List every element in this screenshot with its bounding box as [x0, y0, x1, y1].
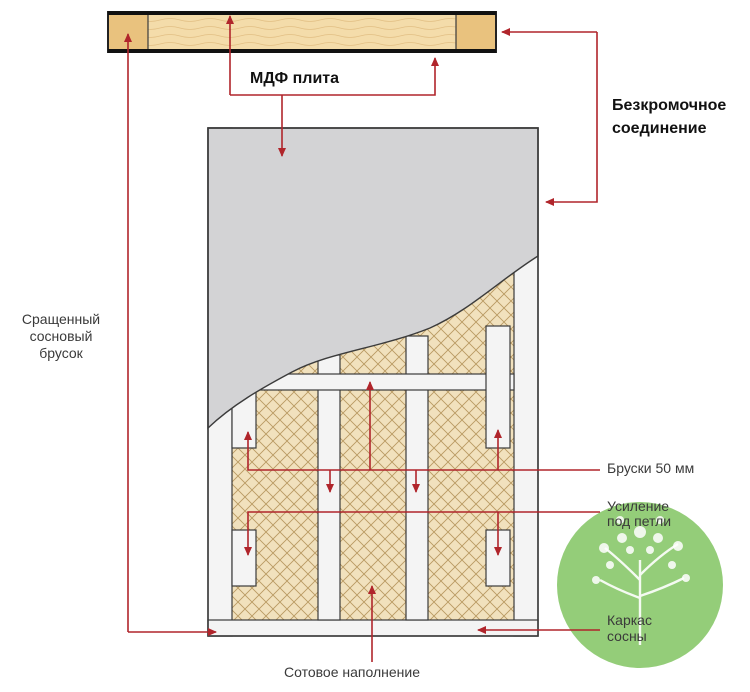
- label-hinge-reinforcement: Усиление под петли: [607, 499, 671, 529]
- label-hinge-line-1: Усиление: [607, 498, 670, 514]
- door-panel: [207, 127, 539, 637]
- label-mdf: МДФ плита: [250, 70, 340, 87]
- hinge-arrow-1: [244, 511, 600, 556]
- label-edgeless-line-1: Безкромочное: [612, 97, 727, 114]
- label-spliced-line-1: Сращенный: [21, 311, 101, 327]
- label-frame-line-2: сосны: [607, 628, 647, 644]
- label-spliced-pine-bar: Сращенный сосновый брусок: [6, 311, 116, 362]
- mdf-plank: [107, 11, 497, 53]
- label-spliced-line-2: сосновый: [29, 328, 93, 344]
- label-frame-line-1: Каркас: [607, 612, 652, 628]
- label-edgeless-line-2: соединение: [612, 120, 707, 137]
- label-honeycomb-filling: Сотовое наполнение: [284, 664, 420, 680]
- label-spliced-line-3: брусок: [39, 345, 83, 361]
- mdf-arrow-right: [230, 57, 439, 96]
- label-hinge-line-2: под петли: [607, 513, 672, 529]
- label-pine-frame: Каркас сосны: [607, 612, 652, 644]
- label-bars-50mm: Бруски 50 мм: [607, 460, 695, 476]
- label-edgeless-joint: Безкромочное соединение: [612, 94, 726, 140]
- edgeless-arrow-bottom: [545, 32, 598, 206]
- leader-arrows: [124, 15, 600, 662]
- bars-arrow-1: [244, 431, 600, 471]
- tree-watermark-badge: [557, 502, 723, 668]
